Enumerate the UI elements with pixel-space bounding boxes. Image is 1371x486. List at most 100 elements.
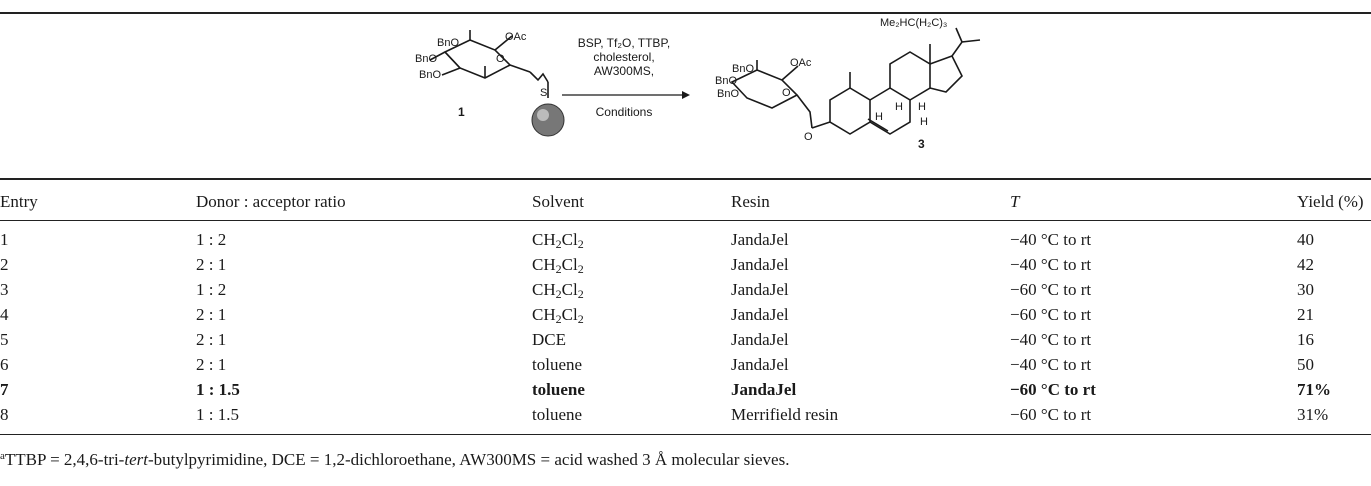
solvent-part: CH xyxy=(532,255,556,274)
cell-entry: 5 xyxy=(0,330,9,349)
cell-resin: JandaJel xyxy=(731,355,789,374)
ring-h-3: H xyxy=(918,101,926,113)
footnote-pre: TTBP = 2,4,6-tri- xyxy=(4,450,125,469)
cell-entry: 6 xyxy=(0,355,9,374)
donor-group-4: OAc xyxy=(505,31,527,43)
cell-solvent: CH2Cl2 xyxy=(532,305,584,325)
donor-group-6: S xyxy=(540,87,547,99)
product-group-3: BnO xyxy=(717,88,739,100)
donor-group-1: BnO xyxy=(437,37,459,49)
cell-resin: JandaJel xyxy=(731,380,797,399)
header-top-rule xyxy=(0,178,1371,180)
product-group-4: OAc xyxy=(790,57,812,69)
cell-solvent: CH2Cl2 xyxy=(532,280,584,300)
cell-yield: 31% xyxy=(1297,405,1329,424)
cell-temperature: −60 °C to rt xyxy=(1010,280,1092,299)
cell-yield: 16 xyxy=(1297,330,1314,349)
cell-solvent: CH2Cl2 xyxy=(532,255,584,275)
header-ratio: Donor : acceptor ratio xyxy=(196,192,346,211)
cell-temperature: −40 °C to rt xyxy=(1010,330,1092,349)
cell-entry: 8 xyxy=(0,405,9,424)
solvent-subscript: 2 xyxy=(577,237,584,251)
header-bottom-rule xyxy=(0,220,1371,221)
cell-temperature: −40 °C to rt xyxy=(1010,255,1092,274)
table-bottom-rule xyxy=(0,434,1371,435)
cell-solvent: CH2Cl2 xyxy=(532,230,584,250)
solvent-subscript: 2 xyxy=(555,237,562,251)
donor-structure xyxy=(429,30,549,98)
cell-solvent: toluene xyxy=(532,405,583,424)
cell-resin: JandaJel xyxy=(731,230,789,249)
solvent-subscript: 2 xyxy=(555,262,562,276)
cell-entry: 7 xyxy=(0,380,9,399)
conditions-label: Conditions xyxy=(596,105,653,119)
product-label: 3 xyxy=(918,137,925,151)
header-resin: Resin xyxy=(731,192,770,211)
cell-ratio: 2 : 1 xyxy=(196,355,227,374)
cell-entry: 1 xyxy=(0,230,9,249)
cell-temperature: −60 °C to rt xyxy=(1010,380,1096,399)
cell-ratio: 2 : 1 xyxy=(196,330,227,349)
solvent-part: Cl xyxy=(561,255,578,274)
cell-yield: 30 xyxy=(1297,280,1314,299)
cell-ratio: 2 : 1 xyxy=(196,305,227,324)
header-yield: Yield (%) xyxy=(1297,192,1364,211)
cell-temperature: −60 °C to rt xyxy=(1010,305,1092,324)
cell-resin: Merrifield resin xyxy=(731,405,839,424)
cell-temperature: −40 °C to rt xyxy=(1010,355,1092,374)
cell-resin: JandaJel xyxy=(731,330,789,349)
cell-entry: 3 xyxy=(0,280,9,299)
header-entry: Entry xyxy=(0,192,38,211)
product-group-2: BnO xyxy=(715,75,737,87)
ring-h-2: H xyxy=(875,111,883,123)
footnote: aTTBP = 2,4,6-tri-tert-butylpyrimidine, … xyxy=(0,450,789,470)
cell-ratio: 1 : 2 xyxy=(196,280,227,299)
reagent-line-1: BSP, Tf₂O, TTBP, xyxy=(578,36,670,50)
reaction-scheme: BnO BnO BnO OAc O S 1 BSP, Tf₂O, TTBP, c… xyxy=(415,17,981,151)
product-group-6: O xyxy=(804,131,813,143)
footnote-post: -butylpyrimidine, DCE = 1,2-dichloroetha… xyxy=(147,450,790,469)
cell-resin: JandaJel xyxy=(731,255,789,274)
table-row: 6 2 : 1 toluene JandaJel −40 °C to rt 50 xyxy=(0,355,1371,375)
solvent-part: CH xyxy=(532,230,556,249)
cell-yield: 50 xyxy=(1297,355,1314,374)
header-solvent: Solvent xyxy=(532,192,584,211)
cell-solvent: toluene xyxy=(532,380,585,399)
cell-temperature: −40 °C to rt xyxy=(1010,230,1092,249)
footnote-marker: a xyxy=(0,450,5,462)
cell-ratio: 1 : 2 xyxy=(196,230,227,249)
cell-ratio: 1 : 1.5 xyxy=(196,380,240,399)
solvent-part: Cl xyxy=(561,280,578,299)
cell-ratio: 2 : 1 xyxy=(196,255,227,274)
donor-group-5: O xyxy=(496,53,505,65)
solvent-part: Cl xyxy=(561,305,578,324)
cell-resin: JandaJel xyxy=(731,305,789,324)
ring-h-1: H xyxy=(895,101,903,113)
footnote-italic: tert xyxy=(124,450,148,469)
resin-bead-highlight xyxy=(537,109,549,121)
cell-solvent: DCE xyxy=(532,330,566,349)
header-temperature: T xyxy=(1010,192,1020,211)
solvent-subscript: 2 xyxy=(577,262,584,276)
cell-resin: JandaJel xyxy=(731,280,789,299)
donor-group-3: BnO xyxy=(419,69,441,81)
cell-solvent: toluene xyxy=(532,355,583,374)
sidechain-label: Me₂HC(H₂C)₃ xyxy=(880,17,947,29)
product-structure xyxy=(730,27,981,135)
solvent-part: Cl xyxy=(561,230,578,249)
cell-entry: 4 xyxy=(0,305,9,324)
donor-label: 1 xyxy=(458,105,465,119)
donor-group-2: BnO xyxy=(415,53,437,65)
cell-ratio: 1 : 1.5 xyxy=(196,405,239,424)
product-group-1: BnO xyxy=(732,63,754,75)
cell-yield: 42 xyxy=(1297,255,1314,274)
solvent-part: CH xyxy=(532,280,556,299)
cell-entry: 2 xyxy=(0,255,9,274)
ring-h-4: H xyxy=(920,116,928,128)
reagent-line-2: cholesterol, xyxy=(593,50,654,64)
resin-bead xyxy=(531,103,565,137)
